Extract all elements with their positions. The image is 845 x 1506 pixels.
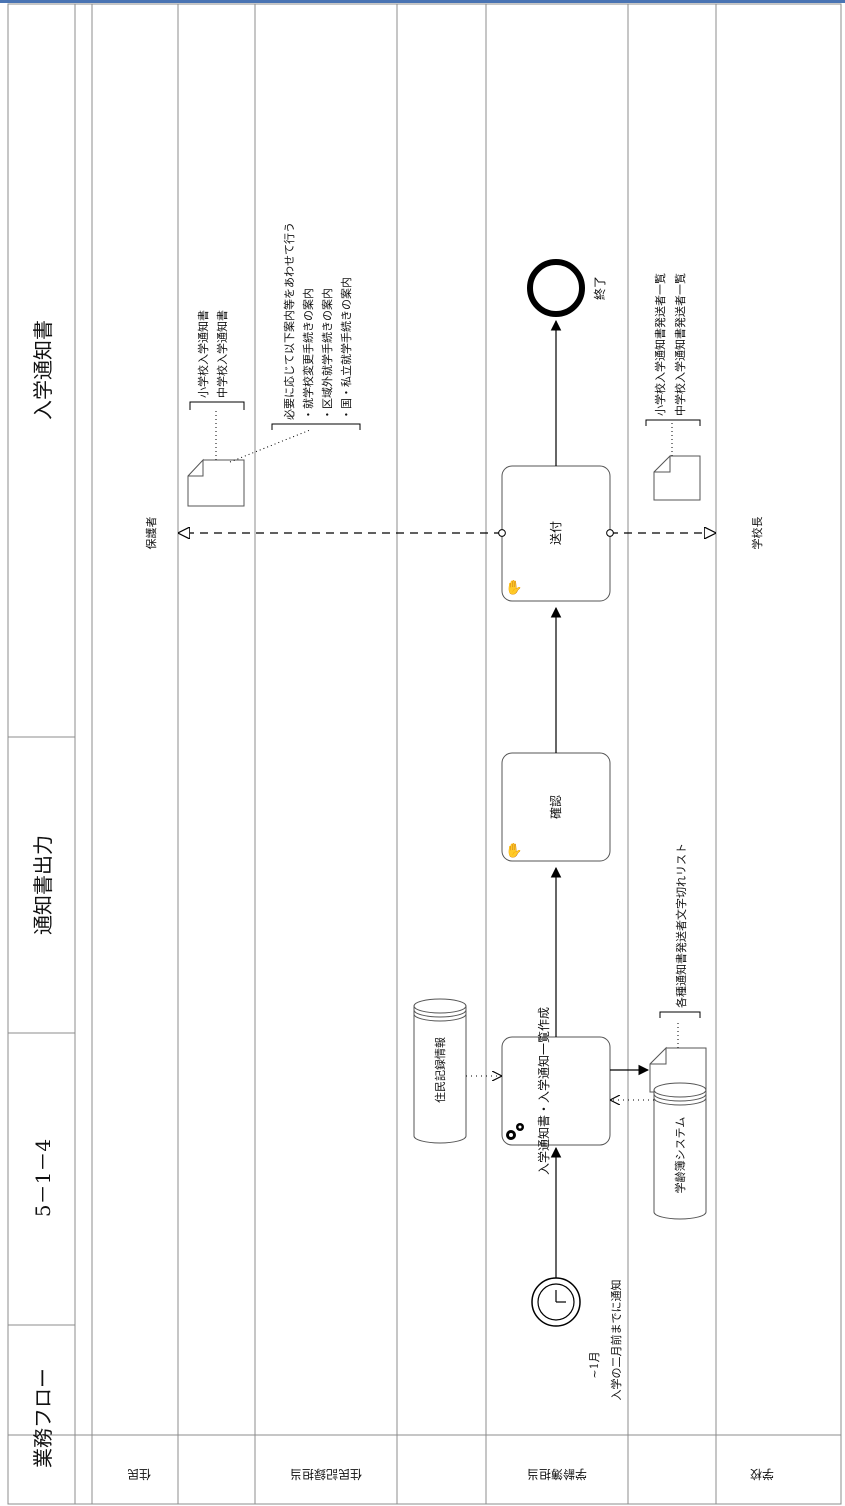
task-create-label: 入学通知書・入学通知一覧作成 bbox=[536, 1007, 551, 1175]
diagram-frame bbox=[7, 3, 842, 1505]
data-store-resident-label: 住民記録情報 bbox=[433, 1037, 447, 1103]
data-store-resident-info[interactable] bbox=[413, 998, 467, 1144]
lane-juminkiroku: 住民記録担当 bbox=[290, 1467, 362, 1482]
data-object-guardian[interactable] bbox=[187, 458, 245, 507]
annotation-bracket-output bbox=[659, 1011, 701, 1018]
data-object-output-list[interactable] bbox=[649, 1046, 707, 1093]
principal-doc-line-2: 中学校入学通知書発送者一覧 bbox=[673, 273, 687, 416]
hand-icon: ✋ bbox=[505, 579, 522, 596]
start-event-label-1: ~1月 bbox=[588, 1351, 601, 1378]
output-list-label: 各種通知書発送者文字切れリスト bbox=[674, 843, 688, 1008]
doc-number: 5－1－4 bbox=[31, 1139, 55, 1217]
annotation-bracket-principal bbox=[645, 419, 701, 426]
guardian-doc-line-2: 中学校入学通知書 bbox=[215, 310, 229, 398]
annotation-bracket-guide bbox=[271, 423, 361, 430]
annotation-link-guide bbox=[229, 429, 311, 463]
top-bar bbox=[0, 0, 845, 3]
participant-guardian: 保護者 bbox=[144, 517, 158, 550]
task-confirm-label: 確認 bbox=[548, 795, 563, 819]
principal-doc-line-1: 小学校入学通知書発送者一覧 bbox=[653, 273, 667, 416]
lane-jumin: 住民 bbox=[127, 1467, 151, 1481]
task-create-label-text: 入学通知書・入学通知一覧作成 bbox=[536, 1007, 551, 1175]
timer-start-event[interactable] bbox=[531, 1277, 581, 1327]
business-flow-title: 業務フロー bbox=[31, 1368, 55, 1468]
process-name: 通知書出力 bbox=[31, 835, 55, 935]
gear-icon bbox=[506, 1123, 524, 1140]
participant-principal: 学校長 bbox=[750, 517, 764, 550]
annotation-bracket-guardian bbox=[189, 401, 245, 410]
guardian-doc-line-1: 小学校入学通知書 bbox=[196, 310, 210, 398]
data-store-school-age-label: 学齢簿システム bbox=[673, 1117, 687, 1194]
start-event-label-2: 入学の二月前までに通知 bbox=[609, 1280, 623, 1401]
sub-process-name: 入学通知書 bbox=[31, 320, 55, 420]
guide-line-4: ・国・私立就学手続きの案内 bbox=[339, 277, 353, 420]
lane-gakurei: 学齢簿担当 bbox=[527, 1467, 587, 1482]
guide-line-1: 必要に応じて以下案内等をあわせて行う bbox=[282, 222, 296, 420]
data-object-principal[interactable] bbox=[653, 454, 701, 501]
end-event-label: 終了 bbox=[592, 276, 607, 300]
guide-line-2: ・就学校変更手続きの案内 bbox=[301, 288, 315, 420]
task-send-label: 送付 bbox=[548, 521, 563, 545]
end-event[interactable] bbox=[527, 259, 585, 317]
hand-icon: ✋ bbox=[505, 842, 522, 859]
lane-gakko: 学校 bbox=[750, 1467, 774, 1482]
data-store-school-age[interactable] bbox=[653, 1082, 707, 1220]
guide-line-3: ・区域外就学手続きの案内 bbox=[320, 288, 334, 420]
